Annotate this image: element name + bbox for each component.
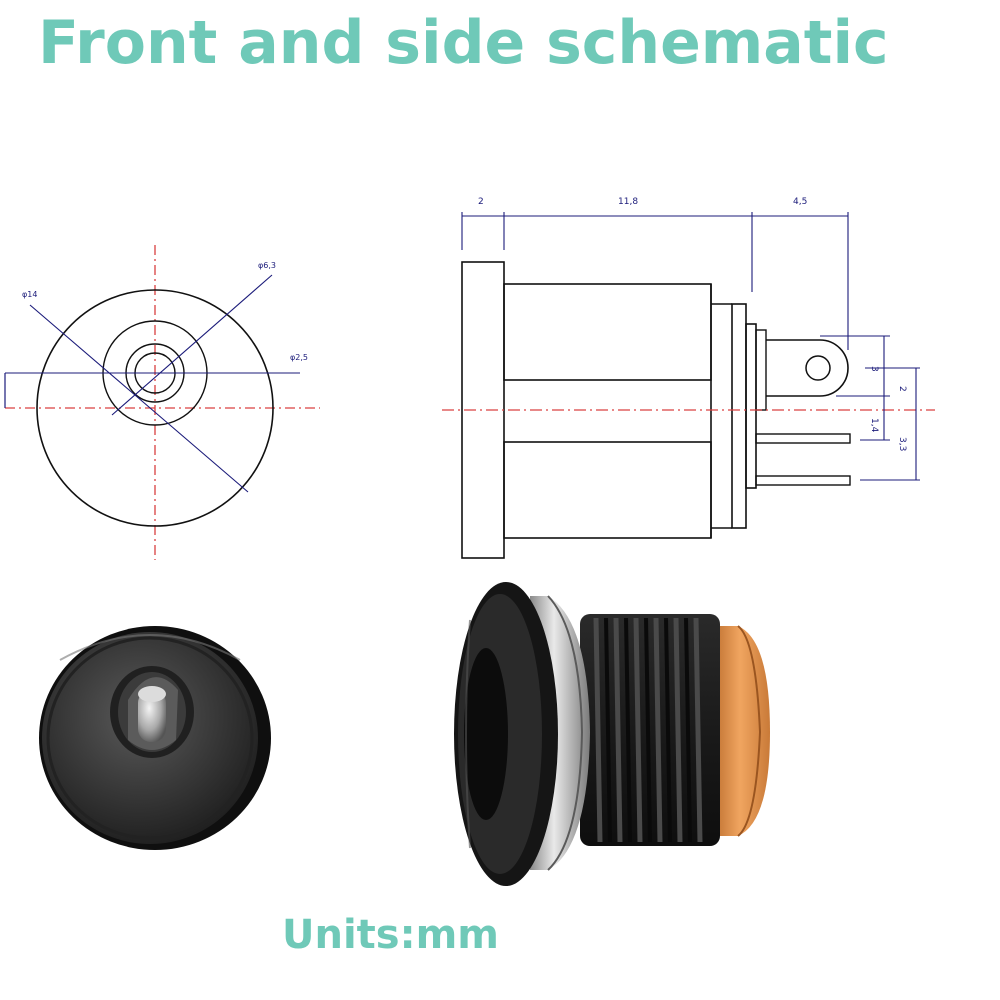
outer-leader (29, 304, 249, 493)
tab-base-outline (755, 329, 767, 411)
solder-tab-hole (805, 355, 831, 381)
body-upper-outline (503, 283, 712, 381)
body-lower-outline (503, 441, 712, 539)
terminal-length-label: 4,5 (793, 197, 807, 207)
pin-offset-label: 1,4 (869, 418, 879, 433)
tab-dim-3-label: 3 (869, 366, 879, 372)
top-dimension-lines (461, 212, 849, 350)
solder-tab-outline (766, 339, 849, 397)
step-block-outline (745, 323, 757, 489)
center-pin-image (138, 690, 166, 742)
pin-diameter-label: φ2,5 (290, 353, 308, 362)
page-title: Front and side schematic (38, 8, 889, 78)
units-label: Units:mm (282, 912, 499, 958)
mid-diameter-label: φ6,3 (258, 261, 276, 270)
outer-diameter-label: φ14 (22, 290, 37, 299)
side-photo (454, 582, 770, 886)
pin-lower (755, 475, 851, 486)
back-plate-outline (731, 303, 747, 529)
side-view-drawing: 2 11,8 4,5 3 2 1,4 3,3 (442, 197, 935, 559)
front-photo (39, 626, 271, 850)
pin-upper (755, 433, 851, 444)
right-dimension-lines (820, 335, 920, 481)
flange-width-label: 2 (478, 197, 484, 207)
pin-span-label: 3,3 (897, 437, 907, 451)
outer-circle (36, 289, 274, 527)
body-length-label: 11,8 (618, 197, 638, 207)
mid-leader (111, 274, 273, 416)
tab-dim-2-label: 2 (897, 386, 907, 392)
front-view-drawing: φ14 φ6,3 φ2,5 (4, 245, 320, 560)
thread-lines (593, 617, 703, 843)
